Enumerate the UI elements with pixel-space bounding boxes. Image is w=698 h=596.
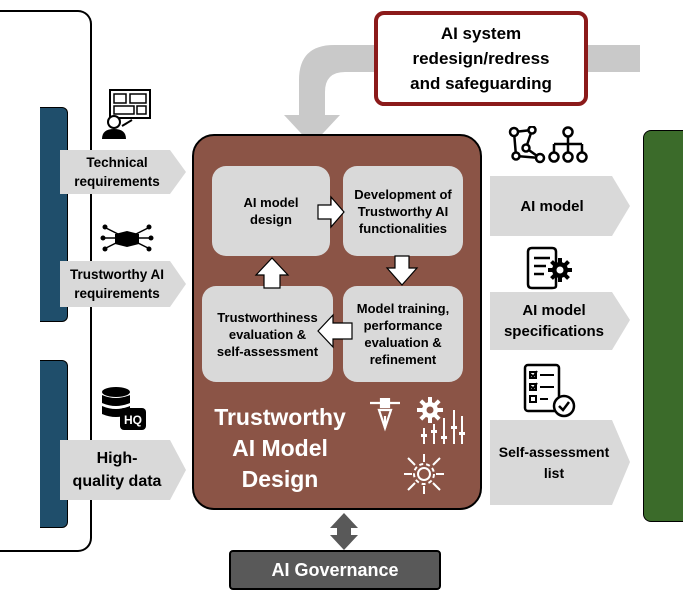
- input-arrow-3: [60, 440, 186, 500]
- svg-text:HQ: HQ: [124, 413, 142, 427]
- arrow-evaluation-to-design: [254, 257, 290, 289]
- network-gear-icon: [404, 454, 444, 494]
- engineer-blueprint-icon: [102, 89, 151, 139]
- arrow-development-to-training: [385, 255, 419, 286]
- central-title: Trustworthy AI Model Design: [214, 403, 346, 492]
- ai-handshake-icon: [100, 224, 154, 252]
- input-trustworthy-ai-requirements: Trustworthy AI requirements: [69, 267, 164, 301]
- step-ai-model-design: AI model design: [212, 166, 330, 256]
- output-self-assessment-list: Self-assessment list: [498, 443, 610, 481]
- output-arrow-2: [490, 292, 630, 350]
- input-arrow-1: [60, 150, 186, 194]
- arrow-training-to-evaluation: [317, 313, 353, 349]
- governance-double-arrow: [330, 513, 358, 550]
- document-gear-icon: [526, 246, 572, 290]
- graph-hierarchy-icon: [508, 126, 588, 164]
- right-panel: [643, 130, 683, 522]
- step-trustworthiness-evaluation: Trustworthiness evaluation & self-assess…: [202, 286, 333, 382]
- output-ai-model-specifications: AI model specifications: [503, 302, 605, 340]
- pen-tool-icon: [370, 398, 400, 432]
- hq-database-icon: HQ: [102, 387, 146, 430]
- step-development-functionalities: Development of Trustworthy AI functional…: [343, 166, 463, 256]
- redesign-box: AI system redesign/redress and safeguard…: [374, 11, 588, 106]
- input-arrow-2: [60, 261, 186, 307]
- input-high-quality-data: High- quality data: [72, 450, 162, 490]
- step-model-training: Model training, performance evaluation &…: [343, 286, 463, 382]
- gear-sliders-icon: [417, 397, 465, 444]
- output-arrow-1: [490, 176, 630, 236]
- checklist-badge-icon: [523, 363, 576, 418]
- input-technical-requirements: Technical requirements: [74, 155, 160, 189]
- output-arrow-3: [490, 420, 630, 505]
- ai-governance-box: AI Governance: [229, 550, 441, 590]
- output-ai-model: AI model: [520, 197, 584, 215]
- arrow-design-to-development: [317, 195, 345, 229]
